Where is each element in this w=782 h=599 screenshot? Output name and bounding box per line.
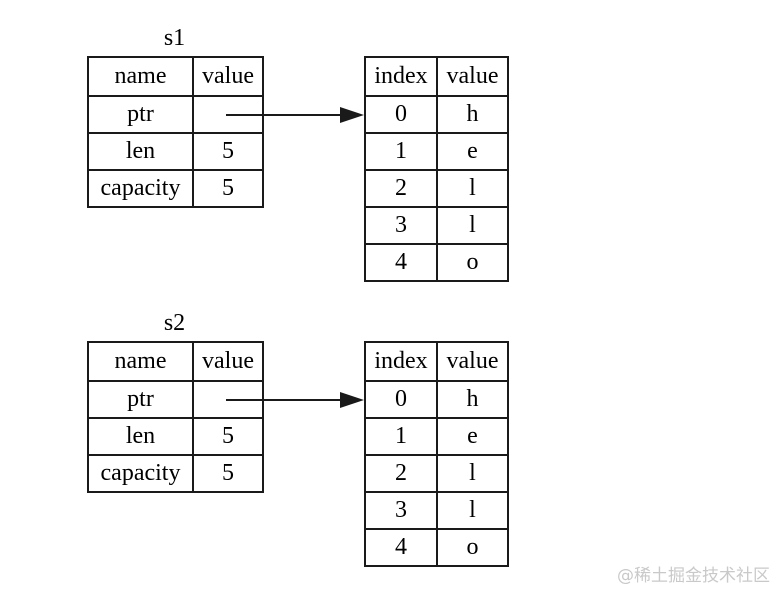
index-cell: 1 bbox=[364, 417, 438, 456]
column-header-name: name bbox=[87, 56, 194, 97]
table-row: len 5 bbox=[87, 132, 264, 171]
field-value-cell: 5 bbox=[192, 454, 264, 493]
field-name-cell: capacity bbox=[87, 169, 194, 208]
variable-title: s2 bbox=[163, 310, 186, 336]
char-cell: o bbox=[436, 528, 509, 567]
table-row: 4 o bbox=[364, 528, 509, 567]
index-cell: 4 bbox=[364, 528, 438, 567]
table-row: 2 l bbox=[364, 454, 509, 493]
char-cell: e bbox=[436, 417, 509, 456]
table-row: 1 e bbox=[364, 132, 509, 171]
index-cell: 1 bbox=[364, 132, 438, 171]
column-header-value: value bbox=[192, 56, 264, 97]
char-cell: l bbox=[436, 169, 509, 208]
table-header-row: name value bbox=[87, 56, 264, 97]
table-header-row: index value bbox=[364, 56, 509, 97]
heap-table: index value 0 h 1 e 2 l 3 l 4 o bbox=[364, 341, 509, 567]
index-cell: 4 bbox=[364, 243, 438, 282]
field-value-cell: 5 bbox=[192, 169, 264, 208]
field-name-cell: ptr bbox=[87, 380, 194, 419]
column-header-value: value bbox=[192, 341, 264, 382]
index-cell: 3 bbox=[364, 206, 438, 245]
table-row: 0 h bbox=[364, 380, 509, 419]
char-cell: l bbox=[436, 491, 509, 530]
char-cell: h bbox=[436, 380, 509, 419]
table-row: 3 l bbox=[364, 206, 509, 245]
pointer-arrow-icon bbox=[226, 107, 364, 123]
table-row: 0 h bbox=[364, 95, 509, 134]
heap-table: index value 0 h 1 e 2 l 3 l 4 o bbox=[364, 56, 509, 282]
string-diagram-s1: s1 name value ptr len 5 capacity 5 index… bbox=[0, 24, 782, 300]
field-value-cell: 5 bbox=[192, 132, 264, 171]
stack-table: name value ptr len 5 capacity 5 bbox=[87, 341, 264, 493]
table-row: 3 l bbox=[364, 491, 509, 530]
table-row: capacity 5 bbox=[87, 454, 264, 493]
column-header-value: value bbox=[436, 56, 509, 97]
field-name-cell: len bbox=[87, 417, 194, 456]
char-cell: l bbox=[436, 206, 509, 245]
char-cell: o bbox=[436, 243, 509, 282]
table-row: 4 o bbox=[364, 243, 509, 282]
table-row: 1 e bbox=[364, 417, 509, 456]
index-cell: 3 bbox=[364, 491, 438, 530]
char-cell: h bbox=[436, 95, 509, 134]
variable-title: s1 bbox=[163, 25, 186, 51]
field-value-cell: 5 bbox=[192, 417, 264, 456]
column-header-index: index bbox=[364, 341, 438, 382]
string-diagram-s2: s2 name value ptr len 5 capacity 5 index… bbox=[0, 309, 782, 585]
char-cell: e bbox=[436, 132, 509, 171]
pointer-arrow-icon bbox=[226, 392, 364, 408]
table-header-row: name value bbox=[87, 341, 264, 382]
stack-table: name value ptr len 5 capacity 5 bbox=[87, 56, 264, 208]
index-cell: 0 bbox=[364, 95, 438, 134]
watermark: @稀土掘金技术社区 bbox=[617, 566, 770, 586]
index-cell: 2 bbox=[364, 454, 438, 493]
field-name-cell: capacity bbox=[87, 454, 194, 493]
column-header-name: name bbox=[87, 341, 194, 382]
column-header-value: value bbox=[436, 341, 509, 382]
table-row: 2 l bbox=[364, 169, 509, 208]
char-cell: l bbox=[436, 454, 509, 493]
index-cell: 0 bbox=[364, 380, 438, 419]
table-row: capacity 5 bbox=[87, 169, 264, 208]
column-header-index: index bbox=[364, 56, 438, 97]
field-name-cell: len bbox=[87, 132, 194, 171]
index-cell: 2 bbox=[364, 169, 438, 208]
table-header-row: index value bbox=[364, 341, 509, 382]
field-name-cell: ptr bbox=[87, 95, 194, 134]
table-row: len 5 bbox=[87, 417, 264, 456]
